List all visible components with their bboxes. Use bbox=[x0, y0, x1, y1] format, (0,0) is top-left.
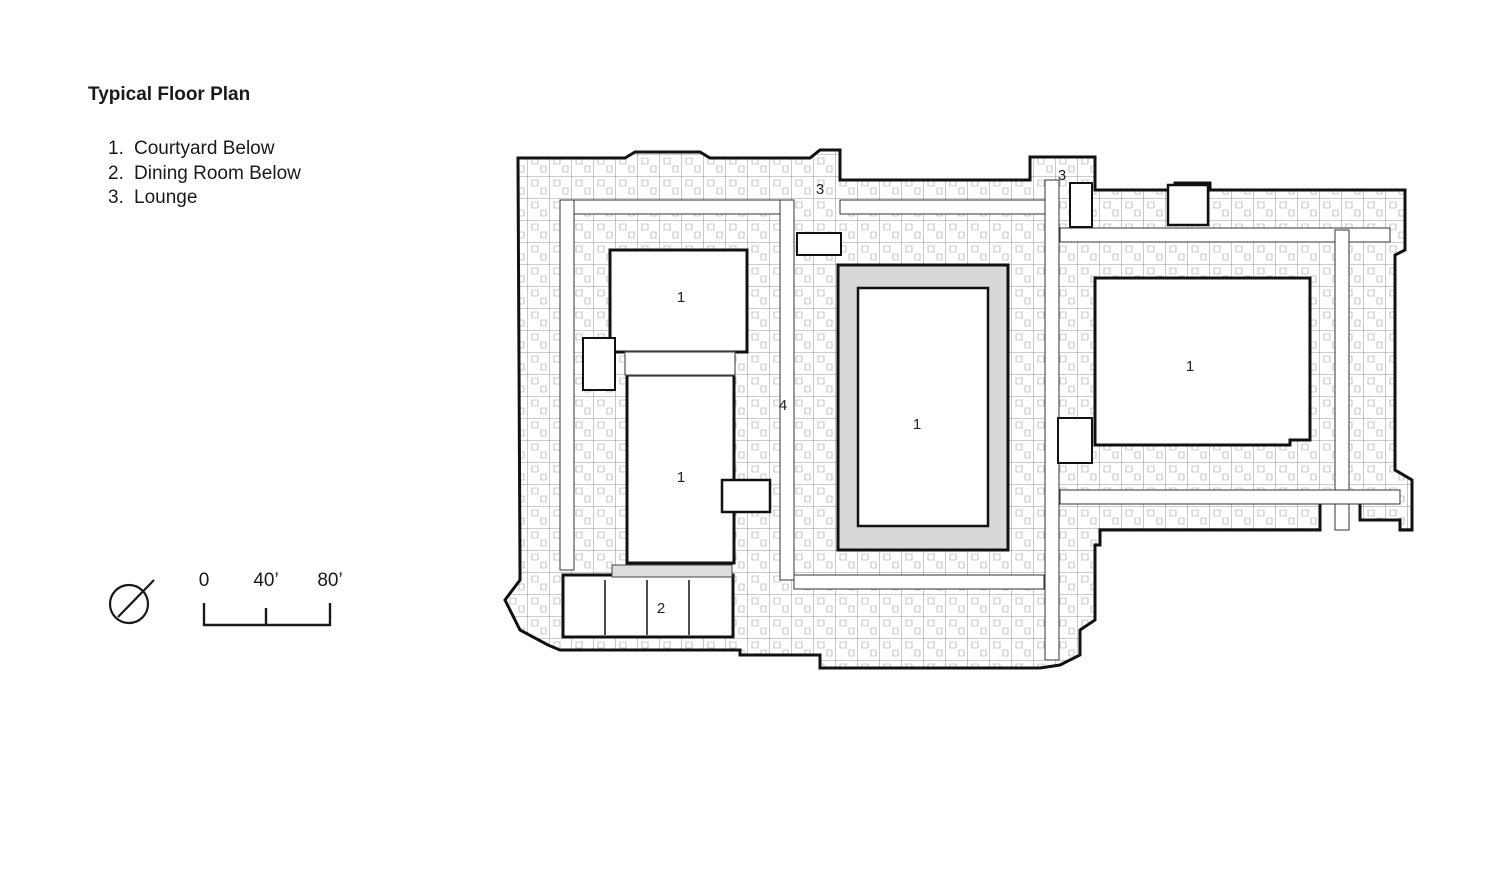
west-courtyard bbox=[582, 248, 772, 565]
legend-list: 1. Courtyard Below 2. Dining Room Below … bbox=[108, 137, 301, 211]
scale-bar-lines bbox=[202, 603, 332, 627]
scale-label-80: 80’ bbox=[317, 570, 343, 591]
page-title: Typical Floor Plan bbox=[88, 84, 251, 105]
legend-item: 2. Dining Room Below bbox=[108, 162, 301, 187]
north-arrow-icon bbox=[108, 579, 155, 625]
scale-label-0: 0 bbox=[198, 570, 210, 591]
label-courtyard-central: 1 bbox=[913, 416, 921, 433]
label-corridor: 4 bbox=[779, 397, 787, 414]
legend-number: 2. bbox=[108, 162, 124, 184]
legend-item: 3. Lounge bbox=[108, 186, 301, 211]
label-lounge-west: 3 bbox=[816, 181, 824, 198]
legend-label: Lounge bbox=[134, 187, 198, 208]
corridors bbox=[559, 179, 1401, 661]
legend-label: Courtyard Below bbox=[134, 138, 275, 159]
label-courtyard-west-south: 1 bbox=[677, 469, 685, 486]
east-courtyard bbox=[1057, 182, 1312, 464]
legend-number: 1. bbox=[108, 138, 124, 159]
scale-bar: 0 40’ 80’ bbox=[193, 570, 353, 630]
legend-label: Dining Room Below bbox=[134, 162, 301, 184]
legend-number: 3. bbox=[108, 187, 124, 208]
label-dining-room: 2 bbox=[657, 600, 665, 617]
label-courtyard-west-north: 1 bbox=[677, 289, 685, 306]
dining-room bbox=[561, 564, 735, 639]
central-courtyard bbox=[796, 232, 1010, 552]
label-lounge-east: 3 bbox=[1058, 167, 1066, 184]
label-courtyard-east: 1 bbox=[1186, 358, 1194, 375]
scale-label-40: 40’ bbox=[253, 570, 279, 591]
legend-item: 1. Courtyard Below bbox=[108, 137, 301, 162]
floor-plan-drawing: 1 1 1 1 2 3 3 4 bbox=[503, 148, 1414, 670]
